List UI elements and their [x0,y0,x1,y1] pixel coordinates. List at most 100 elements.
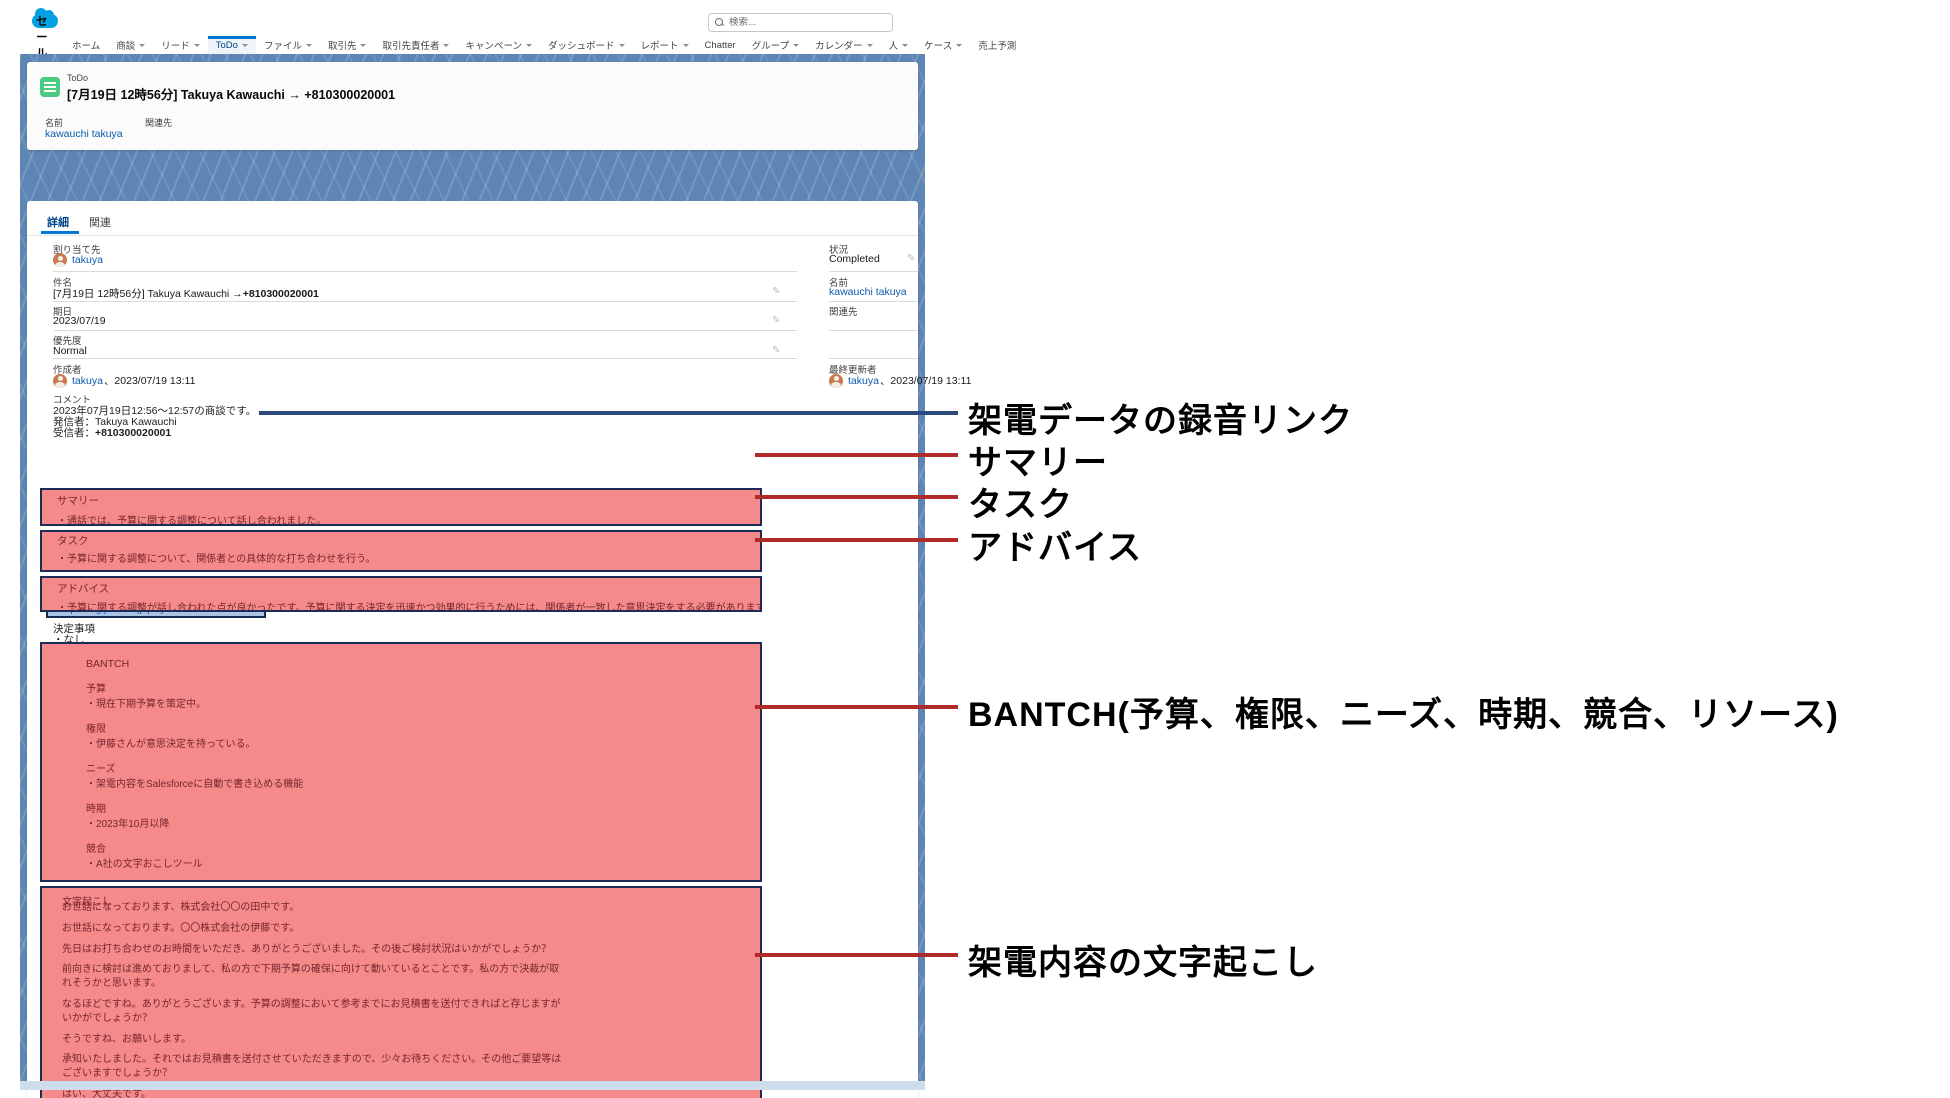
modified-user-link[interactable]: takuya [848,374,879,387]
contact-link[interactable]: kawauchi takuya [829,286,907,298]
summary-heading: サマリー [57,495,99,507]
bantch-highlight-box: BANTCH 予算 ・現在下期予算を策定中。 権限 ・伊藤さんが意思決定を持って… [40,642,762,882]
record-title: [7月19日 12時56分] Takuya Kawauchi → +810300… [67,88,396,102]
transcript-paragraph: 先日はお打ち合わせのお時間をいただき、ありがとうございました。その後ご検討状況は… [62,943,552,955]
nav-tab-opportunities[interactable]: 商談 [108,36,153,54]
page-bottom-strip [20,1081,925,1090]
nav-tab-forecasts[interactable]: 売上予測 [978,41,1017,52]
due-date-label: 期日 [53,307,73,318]
chevron-down-icon [193,43,200,47]
advice-item: ・予算に関する調整が話し合われた点が良かったです。予算に関する決定を迅速かつ効果… [57,603,762,612]
chevron-down-icon [682,43,689,47]
search-input[interactable] [729,17,879,28]
todo-entity-icon [40,77,60,97]
decision-label: 決定事項 [53,623,95,635]
edit-icon[interactable]: ✎ [772,286,781,297]
transcript-paragraph: そうですね、お願いします。 [62,1033,191,1045]
name-value: kawauchi takuya [829,286,907,298]
tab-related[interactable]: 関連 [89,217,111,229]
transcript-heading: 文字起こし [62,897,112,908]
status-label: 状況 [829,245,849,256]
task-item: ・見積書の送付を行う。 [57,567,760,570]
nav-tab-leads[interactable]: リード [153,36,208,54]
created-by-value: takuya、2023/07/19 13:11 [53,373,195,388]
chevron-down-icon [360,43,367,47]
global-header [20,8,925,36]
created-by-label: 作成者 [53,365,82,376]
chevron-down-icon [526,43,533,47]
nav-tab-calendar[interactable]: カレンダー [807,36,881,54]
subject-value: [7月19日 12時56分] Takuya Kawauchi → +810300… [53,287,319,301]
nav-tab-campaigns[interactable]: キャンペーン [457,36,540,54]
due-date-value: 2023/07/19 [53,315,106,327]
comment-line: 2023年07月19日12:56〜12:57の商談です。 [53,405,257,417]
name-label: 名前 [829,278,849,289]
tab-details[interactable]: 詳細 [47,217,69,229]
entity-type-label: ToDo [67,73,89,83]
bantch-section-budget: 予算 ・現在下期予算を策定中。 [86,684,206,710]
created-user-link[interactable]: takuya [72,374,103,387]
transcript-paragraph: お世話になっております、株式会社〇〇の田中です。 [62,902,300,913]
chevron-down-icon [956,43,963,47]
advice-highlight-box: アドバイス ・予算に関する調整が話し合われた点が良かったです。予算に関する決定を… [40,576,762,612]
nav-tab-cases[interactable]: ケース [916,36,970,54]
annotation-transcript: 架電内容の文字起こし [968,944,1318,982]
last-modified-by-label: 最終更新者 [829,365,877,376]
highlight-name-label: 名前 [45,118,64,128]
annotation-bantch: BANTCH(予算、権限、ニーズ、時期、競合、リソース) [968,696,1839,734]
chevron-down-icon [866,43,873,47]
field-divider [829,330,918,331]
active-tab-underline [41,231,79,234]
annotation-recording-link: 架電データの録音リンク [968,402,1353,440]
bantch-section-resources: リソース ・言及なし [86,880,760,882]
app-navigation-bar: セールス ホーム 商談 リード ToDo ファイル 取引先 取引先責任者 キャン… [20,16,1016,76]
avatar [829,373,843,388]
record-detail-card: 詳細 関連 割り当て先 takuya 件名 [7月19日 12時56分] Tak… [27,201,971,1098]
advice-heading: アドバイス [57,583,110,595]
comment-line: 発信者：Takuya Kawauchi [53,416,177,428]
nav-tab-files[interactable]: ファイル [256,36,320,54]
bantch-section-needs: ニーズ ・架電内容をSalesforceに自動で書き込める機能 [86,764,304,790]
connector-line-summary [755,453,958,457]
nav-tab-chatter[interactable]: Chatter [704,39,736,51]
chevron-down-icon [902,43,909,47]
priority-value: Normal [53,345,87,357]
field-divider [829,271,918,272]
nav-tab-contacts[interactable]: 取引先責任者 [374,36,457,54]
tabs-divider [27,235,918,236]
transcript-paragraph: はい、大丈夫です。 [62,1088,151,1098]
search-icon [715,18,724,27]
page-background: ToDo [7月19日 12時56分] Takuya Kawauchi → +8… [20,54,971,1098]
task-item: ・予算に関する調整について、関係者との具体的な打ち合わせを行う。 [57,554,376,565]
bantch-section-timing: 時期 ・2023年10月以降 [86,804,170,830]
subject-label: 件名 [53,278,73,289]
edit-icon[interactable]: ✎ [772,315,781,326]
connector-line-transcript [755,953,958,957]
bantch-section-competitors: 競合 ・A社の文字おこしツール [86,844,203,870]
assigned-user-link[interactable]: takuya [72,254,103,266]
priority-label: 優先度 [53,336,82,347]
nav-tab-home[interactable]: ホーム [72,41,101,52]
edit-icon[interactable]: ✎ [772,345,781,356]
field-divider [53,301,797,302]
nav-tab-people[interactable]: 人 [881,36,917,54]
nav-tab-dashboards[interactable]: ダッシュボード [540,36,633,54]
transcript-highlight-box: 文字起こし お世話になっております、株式会社〇〇の田中です。 お世話になっており… [40,886,762,1098]
highlight-name-link[interactable]: kawauchi takuya [45,128,123,140]
chevron-down-icon [793,43,800,47]
field-divider [53,330,797,331]
salesforce-logo-icon [32,8,58,28]
edit-icon[interactable]: ✎ [907,253,916,264]
nav-tab-reports[interactable]: レポート [633,36,697,54]
avatar [53,373,67,388]
nav-tab-todo[interactable]: ToDo [207,36,257,54]
chevron-down-icon [618,43,625,47]
chevron-down-icon [443,43,450,47]
receiver-number: +810300020001 [95,427,172,439]
comment-line: 受信者：+810300020001 [53,427,172,439]
global-search[interactable] [708,13,893,32]
nav-tab-groups[interactable]: グループ [744,36,807,54]
nav-tab-accounts[interactable]: 取引先 [320,36,375,54]
chevron-down-icon [305,43,312,47]
